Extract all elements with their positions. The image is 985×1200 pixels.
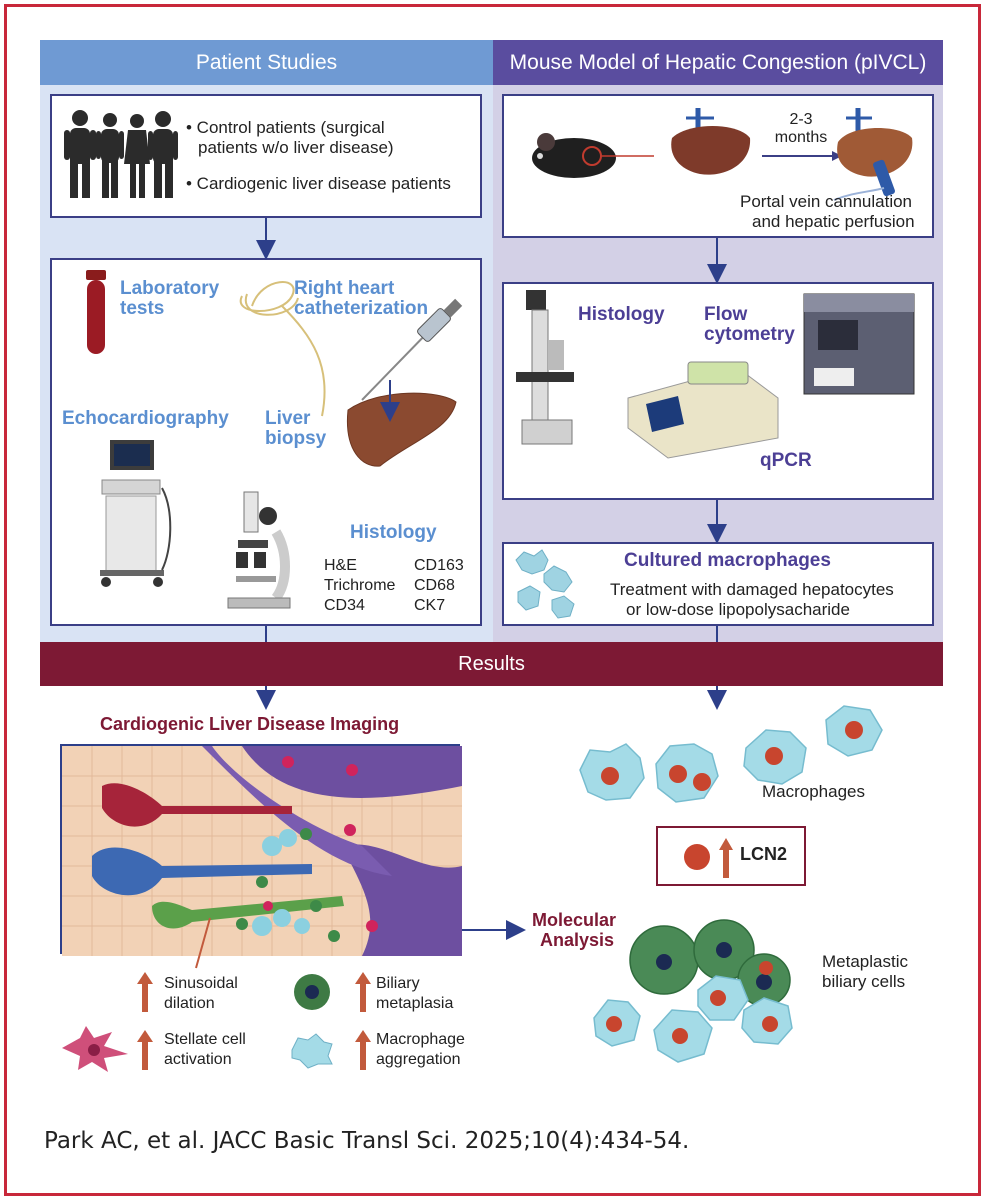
histology-label-right: Histology — [578, 304, 665, 325]
stellate-label-2: activation — [164, 1051, 232, 1068]
macrophages-cluster — [579, 705, 883, 803]
stain-ck7: CK7 — [414, 597, 446, 614]
patient-methods-box: Laboratory tests Right heart catheteriza… — [50, 258, 482, 626]
cultured-macrophages-box: Cultured macrophages Treatment with dama… — [502, 542, 934, 626]
metaplastic-label-1: Metaplastic — [822, 952, 908, 971]
lcn2-cell-icon — [684, 844, 710, 870]
microscope-icon — [227, 491, 291, 609]
lcn2-label: LCN2 — [740, 844, 788, 864]
liver-imaging-illustration — [60, 744, 462, 969]
patient-cohort-box: • Control patients (surgical patients w/… — [50, 94, 482, 218]
biopsy-label-2: biopsy — [265, 428, 327, 449]
lab-tests-label-1: Laboratory — [120, 278, 220, 299]
echo-label: Echocardiography — [62, 408, 229, 429]
imaging-title: Cardiogenic Liver Disease Imaging — [100, 714, 400, 734]
catheter-icon — [239, 281, 326, 417]
figure-frame — [4, 4, 981, 1196]
results-bar: Results — [40, 642, 943, 686]
congested-liver-icon — [833, 108, 913, 201]
flow-label-1: Flow — [704, 304, 748, 325]
treatment-line-2: or low-dose lipopolysacharide — [626, 600, 850, 619]
macrophage-cell-icon — [291, 1033, 333, 1069]
stain-cd34: CD34 — [324, 597, 365, 614]
lcn2-box: LCN2 — [656, 826, 806, 886]
right-heart-label-1: Right heart — [294, 278, 395, 299]
mouse-model-header: Mouse Model of Hepatic Congestion (pIVCL… — [493, 40, 943, 85]
duration-label-1: 2-3 — [789, 111, 813, 128]
people-silhouettes-icon — [64, 110, 178, 198]
sinusoidal-up-arrow — [137, 972, 153, 1012]
molecular-label-2: Analysis — [540, 930, 615, 950]
macrophage-label-1: Macrophage — [376, 1031, 465, 1048]
cohort-bullet-control: • Control patients (surgical — [186, 118, 385, 137]
metaplastic-cells-cluster — [593, 919, 793, 1063]
flow-cytometer-icon — [803, 293, 915, 395]
blood-tube-icon — [86, 270, 106, 354]
mouse-icon — [532, 133, 654, 178]
citation: Park AC, et al. JACC Basic Transl Sci. 2… — [44, 1128, 690, 1154]
stellate-up-arrow — [137, 1030, 153, 1070]
human-liver-icon — [346, 392, 457, 467]
sinusoidal-label-1: Sinusoidal — [164, 975, 238, 992]
stain-cd68: CD68 — [414, 577, 455, 594]
macrophages-label: Macrophages — [762, 782, 866, 801]
stellate-label-1: Stellate cell — [164, 1031, 246, 1048]
treatment-line-1: Treatment with damaged hepatocytes — [610, 580, 894, 599]
mouse-methods-box: Histology Flow cytometry qPCR — [502, 282, 934, 500]
duration-arrow — [762, 151, 842, 161]
stain-he: H&E — [324, 557, 357, 574]
ultrasound-machine-icon — [100, 440, 172, 587]
flow-label-2: cytometry — [704, 324, 795, 345]
biopsy-needle-icon — [361, 298, 463, 401]
molecular-label-1: Molecular — [532, 910, 617, 930]
perfusion-label-1: Portal vein cannulation — [740, 192, 913, 211]
biliary-cell-icon — [294, 974, 330, 1010]
lcn2-up-arrow — [719, 838, 733, 878]
qpcr-machine-icon — [627, 361, 779, 459]
lab-tests-label-2: tests — [120, 298, 165, 319]
metaplastic-label-2: biliary cells — [822, 972, 906, 991]
right-heart-label-2: catheterization — [294, 298, 429, 319]
stain-trichrome: Trichrome — [324, 577, 396, 594]
qpcr-label: qPCR — [760, 450, 812, 471]
macrophage-up-arrow — [355, 1030, 371, 1070]
cultured-macrophage-cells-icon — [515, 549, 575, 619]
patient-studies-header: Patient Studies — [40, 40, 493, 85]
biliary-label-1: Biliary — [376, 975, 420, 992]
biopsy-label-1: Liver — [265, 408, 311, 429]
biliary-label-2: metaplasia — [376, 995, 454, 1012]
duration-label-2: months — [774, 129, 828, 146]
biliary-up-arrow — [355, 972, 371, 1012]
histology-title-left: Histology — [350, 522, 437, 543]
cohort-bullet-cardiogenic: • Cardiogenic liver disease patients — [186, 174, 451, 193]
stellate-cell-icon — [62, 1026, 128, 1072]
mouse-liver-icon — [671, 108, 751, 175]
lab-microscope-icon — [516, 290, 574, 445]
cultured-macrophages-title: Cultured macrophages — [624, 550, 831, 571]
perfusion-label-2: and hepatic perfusion — [752, 212, 915, 231]
stain-cd163: CD163 — [414, 557, 464, 574]
cohort-bullet-control-cont: patients w/o liver disease) — [198, 138, 394, 157]
sinusoidal-label-2: dilation — [164, 995, 215, 1012]
macrophage-label-2: aggregation — [376, 1051, 461, 1068]
mouse-model-box: 2-3 months Portal vein cannulation and h… — [502, 94, 934, 238]
